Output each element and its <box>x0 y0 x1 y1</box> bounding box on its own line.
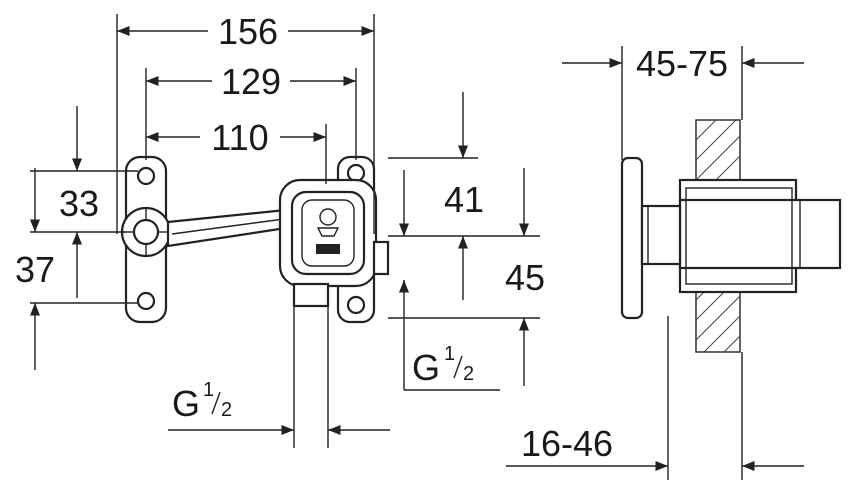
dim-installation-depth: 16-46 <box>521 423 613 464</box>
thread-label-bottom: G 1 2 <box>172 379 232 424</box>
svg-text:G: G <box>172 383 200 424</box>
dim-lower-offset-left: 37 <box>15 249 55 290</box>
svg-text:1: 1 <box>444 343 455 365</box>
connecting-arm <box>166 208 288 248</box>
dim-overall-width: 156 <box>218 11 278 52</box>
thread-label-right: G 1 2 <box>412 343 474 388</box>
svg-text:2: 2 <box>221 399 232 421</box>
svg-text:G: G <box>412 347 440 388</box>
svg-text:1: 1 <box>203 379 214 401</box>
dim-lower-offset-right: 45 <box>505 257 545 298</box>
dim-upper-offset-right: 41 <box>444 179 484 220</box>
dim-wall-depth: 45-75 <box>636 43 728 84</box>
dimension-lines <box>29 25 530 436</box>
dim-center-distance: 110 <box>211 117 268 158</box>
dim-mount-spacing: 129 <box>221 61 281 102</box>
svg-text:2: 2 <box>463 363 474 385</box>
dim-upper-offset-left: 33 <box>59 183 99 224</box>
side-view <box>506 46 842 480</box>
flange-side <box>620 156 644 320</box>
mounting-body-front-view <box>120 155 390 324</box>
